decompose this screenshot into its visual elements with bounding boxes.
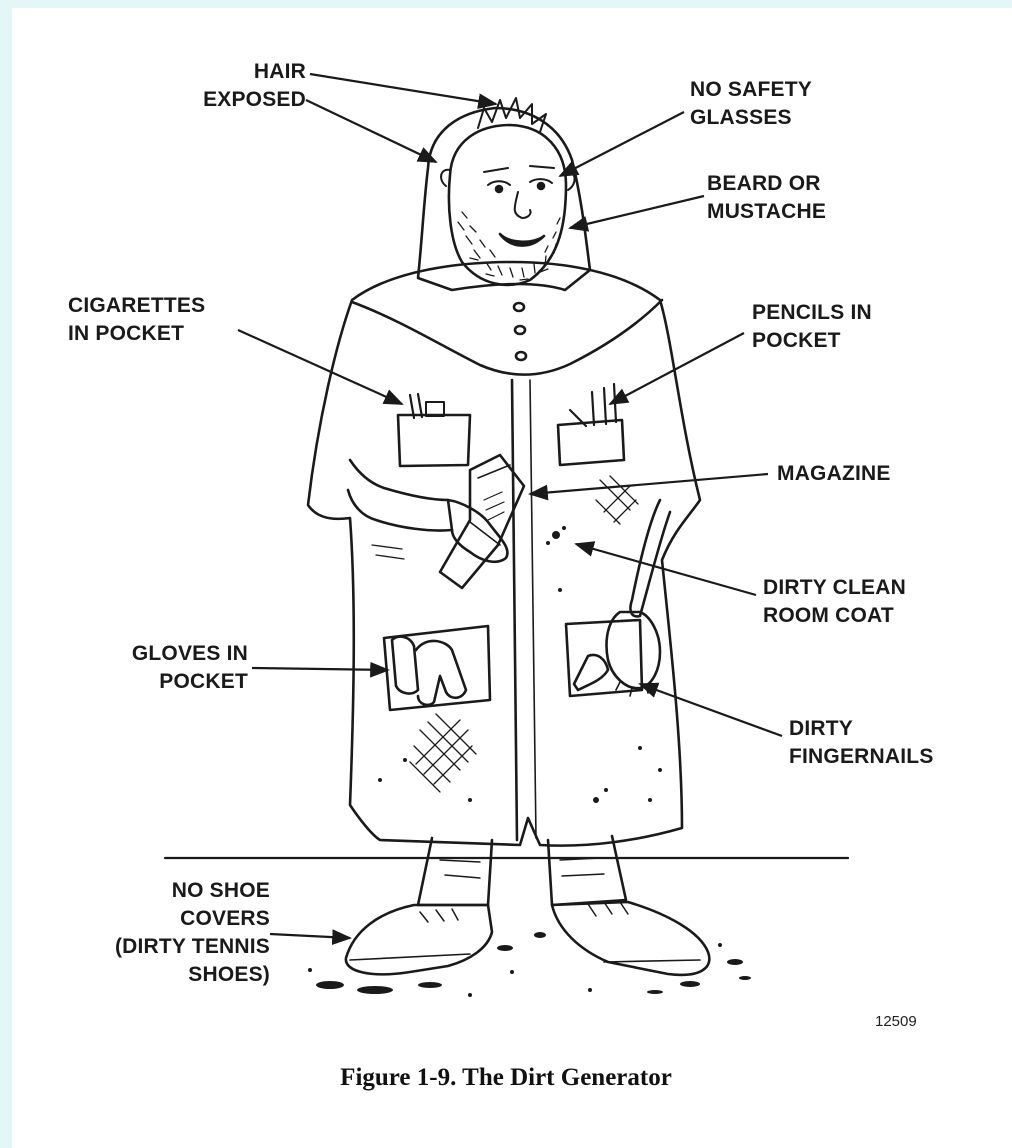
label-hair-exposed: HAIR EXPOSED [170,58,306,114]
leader-fingernails [640,684,782,736]
mouth [500,234,544,246]
leader-shoe-covers [270,934,350,938]
label-cigarettes-in-pocket: CIGARETTES IN POCKET [68,292,205,348]
label-pencils-in-pocket: PENCILS IN POCKET [752,299,872,355]
label-magazine: MAGAZINE [777,460,891,488]
label-gloves-in-pocket: GLOVES IN POCKET [100,640,248,696]
leader-cigarettes [238,330,402,404]
left-chest-pocket [398,415,470,466]
left-hand [448,500,507,562]
left-lower-pocket [384,626,490,710]
leader-glasses [560,112,684,176]
leader-hair [310,74,496,104]
leader-beard [570,196,704,228]
left-arm [348,460,452,531]
label-dirty-clean-room-coat: DIRTY CLEAN ROOM COAT [763,574,906,630]
left-shoe [346,905,492,974]
leader-gloves [252,668,388,670]
label-beard-or-mustache: BEARD OR MUSTACHE [707,170,826,226]
magazine-shape [440,455,524,588]
right-hand [607,612,661,688]
label-no-shoe-covers: NO SHOE COVERS (DIRTY TENNIS SHOES) [74,877,270,989]
label-dirty-fingernails: DIRTY FINGERNAILS [789,715,934,771]
right-lower-pocket [566,620,642,696]
label-no-safety-glasses: NO SAFETY GLASSES [690,76,812,132]
right-shoe [552,902,709,975]
coat-yoke [352,300,662,375]
leader-exposed [306,100,436,162]
gloves [392,637,418,694]
leader-pencils [610,333,744,404]
figure-number: 12509 [875,1013,917,1030]
left-leg [418,838,492,905]
figure-caption: Figure 1-9. The Dirt Generator [0,1064,1012,1092]
right-chest-pocket [558,420,624,465]
leader-magazine [530,474,768,494]
